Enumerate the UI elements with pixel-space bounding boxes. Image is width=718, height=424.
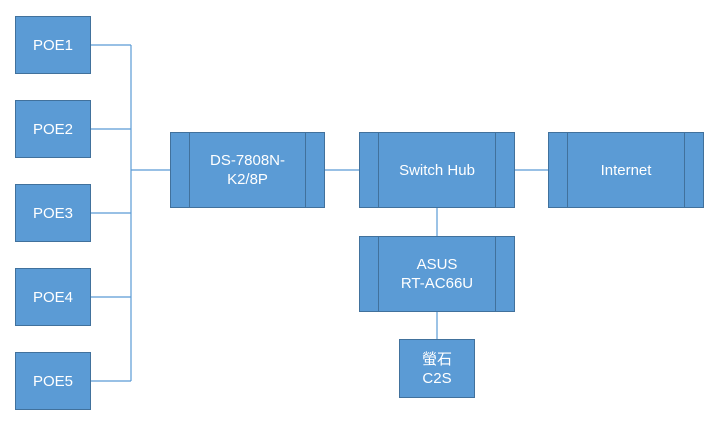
node-switch-right-bar	[495, 133, 496, 207]
node-internet: Internet	[548, 132, 704, 208]
node-poe5: POE5	[15, 352, 91, 410]
node-label-camera: 螢石 C2S	[421, 350, 452, 387]
node-poe2: POE2	[15, 100, 91, 158]
node-label-nvr: DS-7808N- K2/8P	[209, 152, 286, 188]
node-camera: 螢石 C2S	[399, 339, 475, 398]
node-label-switch-hub: Switch Hub	[399, 161, 475, 179]
node-label-poe1: POE1	[32, 36, 74, 54]
node-label-poe5: POE5	[32, 372, 74, 390]
node-label-poe3: POE3	[32, 204, 74, 222]
node-poe1: POE1	[15, 16, 91, 74]
node-nvr-left-bar	[189, 133, 190, 207]
node-router-right-bar	[495, 237, 496, 311]
node-internet-right-bar	[684, 133, 685, 207]
node-nvr-right-bar	[305, 133, 306, 207]
node-switch-left-bar	[378, 133, 379, 207]
node-label-router: ASUS RT-AC66U	[400, 256, 474, 292]
node-nvr: DS-7808N- K2/8P	[170, 132, 325, 208]
node-internet-left-bar	[567, 133, 568, 207]
node-label-internet: Internet	[600, 161, 652, 179]
node-router-left-bar	[378, 237, 379, 311]
node-router: ASUS RT-AC66U	[359, 236, 515, 312]
node-poe3: POE3	[15, 184, 91, 242]
node-switch-hub: Switch Hub	[359, 132, 515, 208]
node-label-poe2: POE2	[32, 120, 74, 138]
node-poe4: POE4	[15, 268, 91, 326]
node-label-poe4: POE4	[32, 288, 74, 306]
